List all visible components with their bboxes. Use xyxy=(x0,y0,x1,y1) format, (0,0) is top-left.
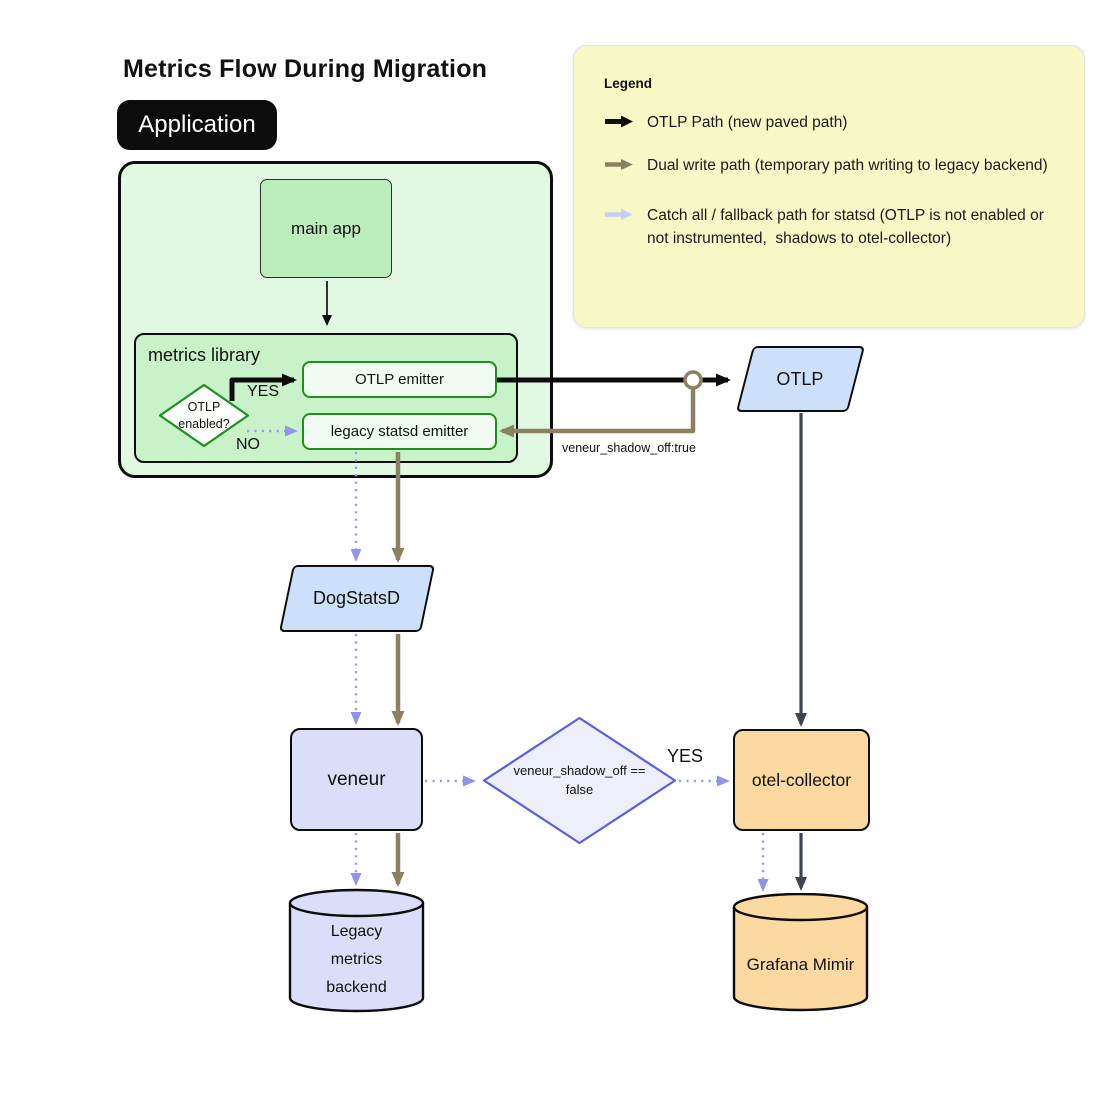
legend-item-otlp-path: OTLP Path (new paved path) xyxy=(604,111,1058,134)
otlp-emitter-node: OTLP emitter xyxy=(302,361,497,398)
legacy-statsd-emitter-label: legacy statsd emitter xyxy=(330,423,469,440)
otlp-path-arrow-icon xyxy=(604,115,634,133)
main-app-node: main app xyxy=(260,179,392,278)
veneur-shadow-decision-node: veneur_shadow_off == false xyxy=(482,716,677,845)
otlp-emitter-label: OTLP emitter xyxy=(355,371,444,388)
legacy-metrics-backend-node: Legacy metrics backend xyxy=(288,888,425,1014)
main-app-label: main app xyxy=(291,218,361,238)
legend-item-label: Dual write path (temporary path writing … xyxy=(647,157,1048,175)
dual-write-arrow-icon xyxy=(604,158,634,176)
legend-item-label: Catch all / fallback path for statsd (OT… xyxy=(647,206,1049,247)
otlp-enabled-decision-node: OTLP enabled? xyxy=(158,383,250,448)
legend-title: Legend xyxy=(604,76,653,91)
decision-diamond-shape xyxy=(158,383,250,448)
veneur-label: veneur xyxy=(327,768,386,790)
tap-point-ring xyxy=(683,370,703,390)
legacy-statsd-emitter-node: legacy statsd emitter xyxy=(302,413,497,450)
legend-item-label: OTLP Path (new paved path) xyxy=(647,114,848,131)
catch-all-arrow-icon xyxy=(604,208,634,226)
otel-collector-label: otel-collector xyxy=(751,769,852,790)
application-badge-label: Application xyxy=(138,111,256,138)
metrics-library-label: metrics library xyxy=(148,345,261,365)
otlp-label: OTLP xyxy=(776,368,824,389)
edge-label-veneur-shadow-off-true: veneur_shadow_off:true xyxy=(562,441,696,455)
veneur-node: veneur xyxy=(290,728,423,831)
database-cylinder-shape xyxy=(732,893,869,1012)
edge-label-shadow-yes: YES xyxy=(667,746,704,766)
dogstatsd-label: DogStatsD xyxy=(313,588,401,608)
page-title: Metrics Flow During Migration xyxy=(123,55,488,83)
dogstatsd-node: DogStatsD xyxy=(279,565,435,632)
legacy-metrics-backend-label: Legacy metrics backend xyxy=(326,923,387,996)
otlp-enabled-decision-label: OTLP enabled? xyxy=(178,400,230,431)
otlp-node: OTLP xyxy=(735,346,865,412)
grafana-mimir-node: Grafana Mimir xyxy=(732,893,869,1013)
legend-panel: Legend OTLP Path (new paved path) Dual w… xyxy=(573,45,1085,328)
application-badge: Application xyxy=(117,100,277,150)
edge-label-yes: YES xyxy=(247,383,280,400)
veneur-shadow-decision-label: veneur_shadow_off == false xyxy=(513,762,646,797)
decision-diamond-shape xyxy=(482,716,677,845)
grafana-mimir-label: Grafana Mimir xyxy=(746,955,855,974)
otel-collector-node: otel-collector xyxy=(733,729,870,831)
legend-item-dual-write: Dual write path (temporary path writing … xyxy=(604,154,1058,177)
legend-item-catch-all: Catch all / fallback path for statsd (OT… xyxy=(604,204,1058,251)
database-cylinder-shape xyxy=(288,888,425,1013)
edge-label-no: NO xyxy=(236,436,260,453)
